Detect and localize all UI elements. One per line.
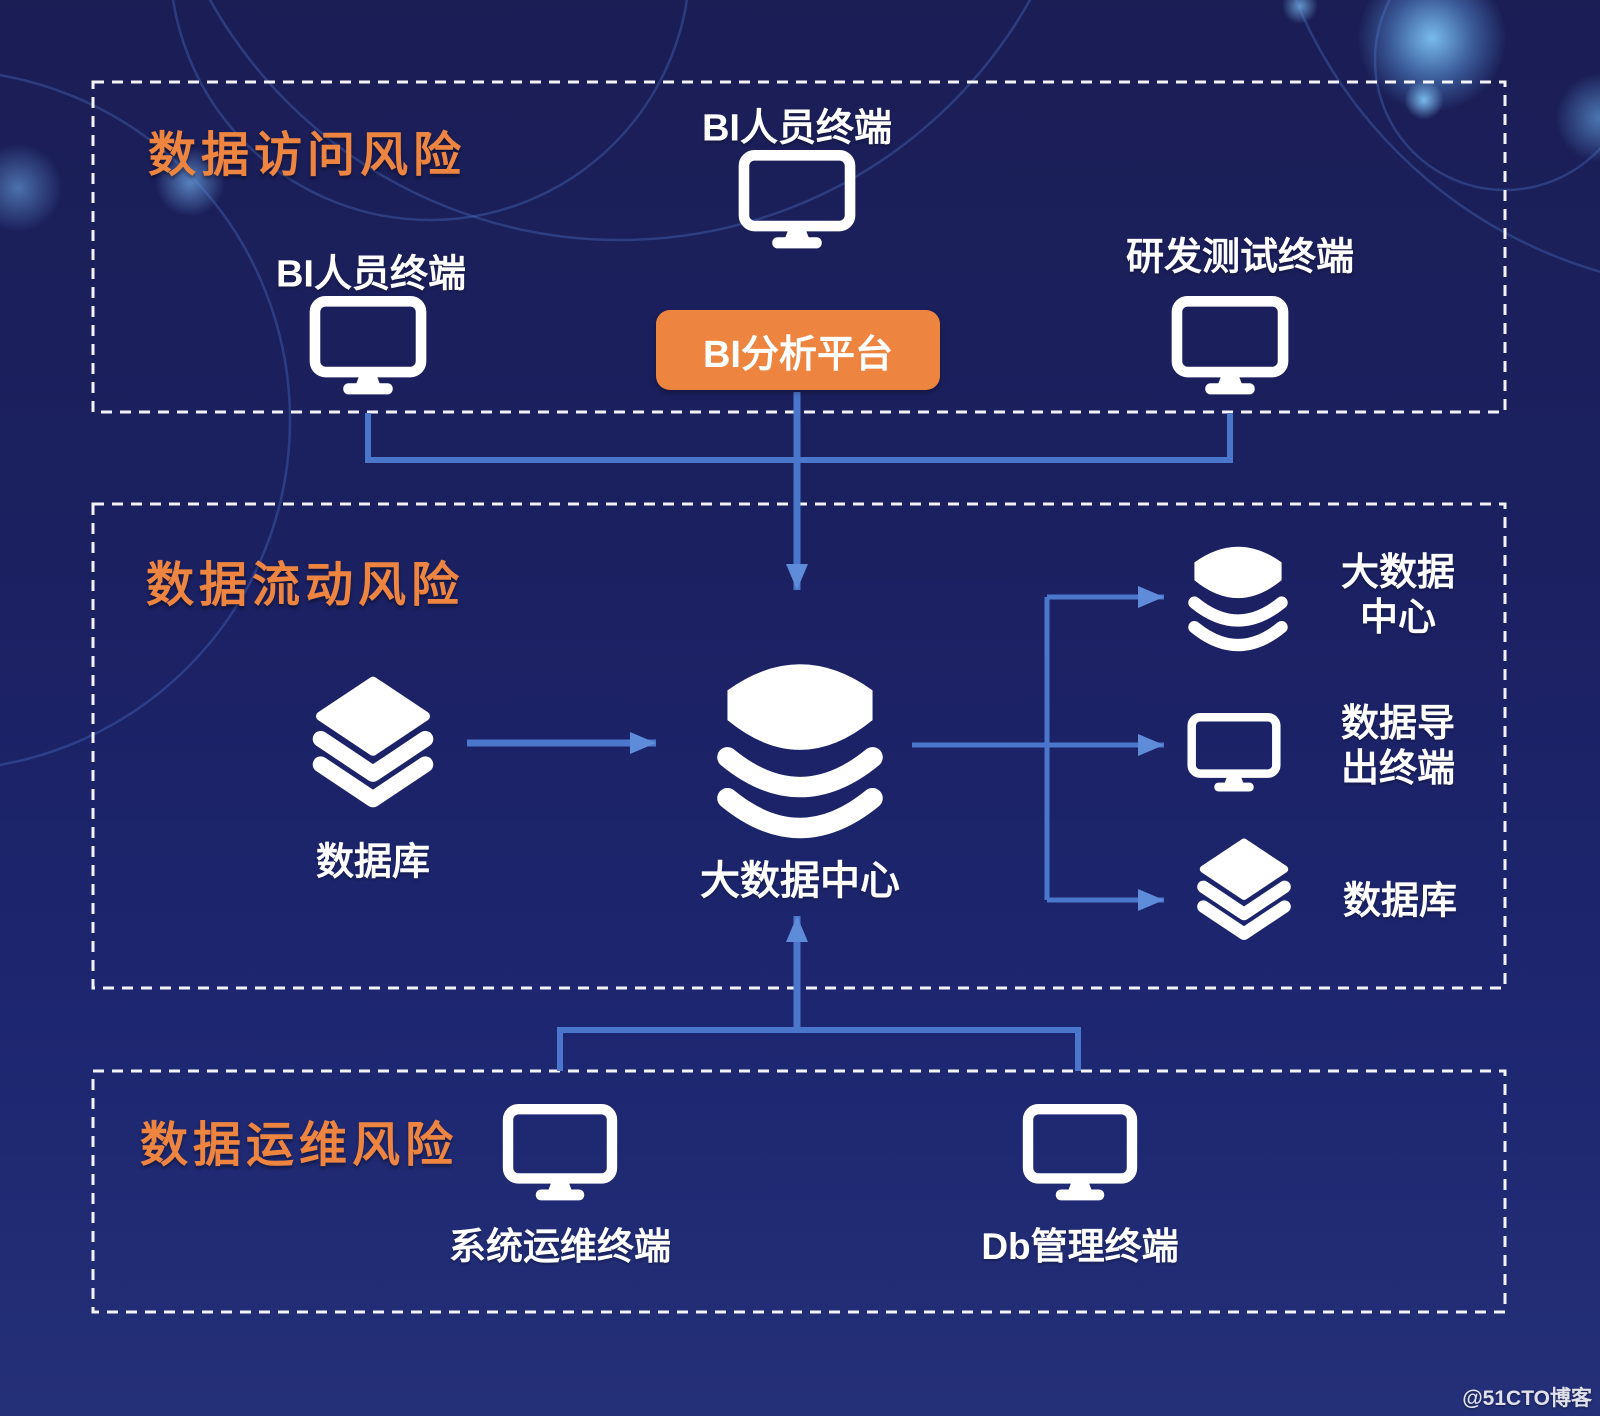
database-cylinder-icon [1188, 546, 1288, 652]
connector-ops-bus [557, 1027, 1081, 1071]
bi-platform-label: BI分析平台 [702, 333, 893, 376]
db-admin-terminal-label: Db管理终端 [981, 1226, 1179, 1267]
bi-terminal-top-label: BI人员终端 [701, 107, 893, 150]
out-data-export-terminal-label: 数据导 出终端 [1340, 703, 1456, 790]
section-access-title: 数据访问风险 [148, 129, 467, 182]
sys-ops-terminal-label: 系统运维终端 [449, 1226, 671, 1267]
section-ops-border [91, 1069, 1507, 1314]
database-source-label: 数据库 [315, 841, 431, 884]
monitor-icon [1187, 713, 1281, 792]
database-cylinder-icon [717, 664, 883, 839]
bi-terminal-left-label: BI人员终端 [275, 253, 467, 296]
bi-platform-box: BI分析平台 [656, 310, 940, 390]
monitor-icon [1022, 1104, 1138, 1201]
monitor-icon [738, 150, 856, 249]
section-flow-title: 数据流动风险 [146, 559, 465, 612]
monitor-icon [1171, 296, 1289, 395]
layers-icon [312, 676, 434, 808]
section-ops-title: 数据运维风险 [140, 1119, 459, 1172]
big-data-center-label: 大数据中心 [700, 859, 900, 903]
layers-icon [1197, 838, 1291, 940]
monitor-icon [309, 296, 427, 395]
monitor-icon [502, 1104, 618, 1201]
watermark: @51CTO博客 [1462, 1387, 1592, 1410]
out-database-label: 数据库 [1342, 880, 1458, 923]
rd-test-terminal-label: 研发测试终端 [1125, 236, 1355, 279]
section-access-border [91, 80, 1507, 414]
out-big-data-center-label: 大数据 中心 [1340, 552, 1456, 639]
